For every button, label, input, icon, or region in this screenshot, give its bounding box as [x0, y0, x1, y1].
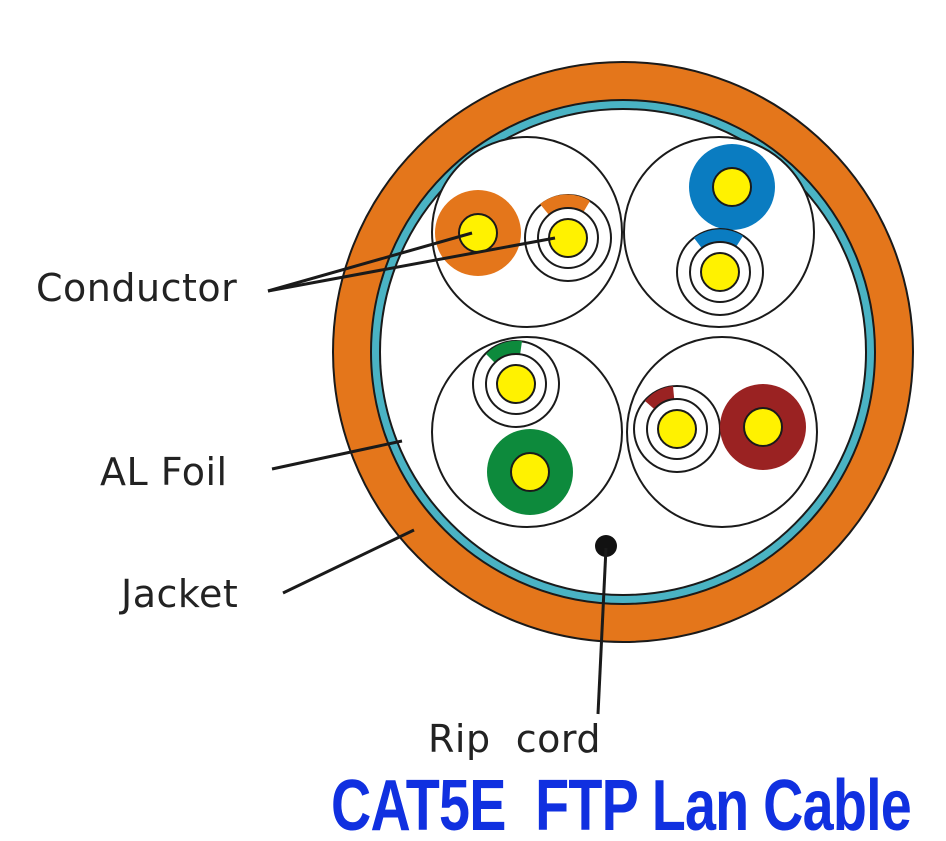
al-foil-leader-line — [271, 439, 403, 471]
rip-cord-label: Rip cord — [428, 717, 601, 761]
product-title: CAT5E FTP Lan Cable — [331, 766, 911, 841]
al-foil-label: AL Foil — [100, 450, 228, 494]
jacket-leader-line — [282, 528, 415, 595]
rip-cord-leader-line — [596, 547, 608, 715]
brown-solid-conductor — [743, 407, 783, 447]
blue-solid-conductor — [712, 167, 752, 207]
conductor-leader-line-2 — [267, 236, 556, 293]
pair-green — [431, 336, 623, 528]
pair-blue — [623, 136, 815, 328]
brown-white-conductor — [657, 409, 697, 449]
jacket-label: Jacket — [119, 572, 238, 616]
green-solid-conductor — [510, 452, 550, 492]
rip-cord-dot — [595, 535, 617, 557]
green-white-conductor — [496, 364, 536, 404]
conductor-label: Conductor — [36, 266, 237, 310]
conductor-leader-line — [267, 231, 473, 293]
pair-orange — [431, 136, 623, 328]
pair-brown — [626, 336, 818, 528]
orange-solid-conductor — [458, 213, 498, 253]
blue-white-conductor — [700, 252, 740, 292]
